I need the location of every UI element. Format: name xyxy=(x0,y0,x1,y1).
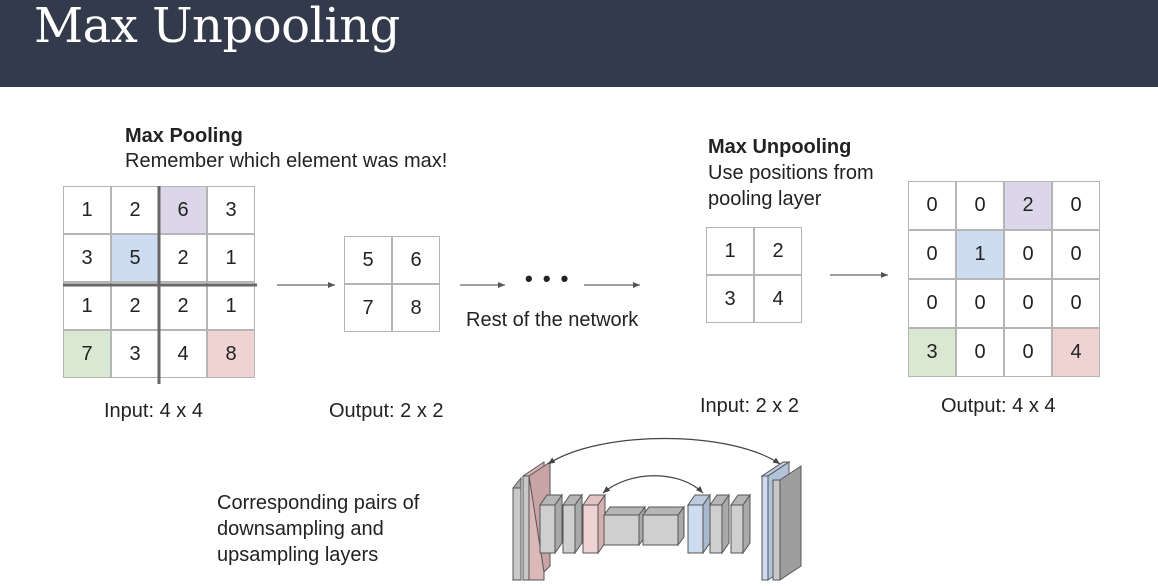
grid-cell: 7 xyxy=(344,284,392,332)
encoder-decoder-network xyxy=(512,461,802,582)
layer-block xyxy=(772,479,781,581)
grid-cell: 0 xyxy=(956,328,1004,377)
grid-cell: 1 xyxy=(706,227,754,275)
layer-block xyxy=(642,506,685,516)
layer-block xyxy=(603,506,646,516)
title-bar: Max Unpooling xyxy=(0,0,1158,87)
grid-cell: 4 xyxy=(754,275,802,323)
grid-cell: 0 xyxy=(1004,328,1052,377)
grid-cell-highlighted: 2 xyxy=(1004,181,1052,230)
ellipsis: • • • xyxy=(525,266,571,291)
grid-cell: 0 xyxy=(1004,279,1052,328)
grid-cell-highlighted: 3 xyxy=(908,328,956,377)
layer-block xyxy=(687,504,704,554)
grid-cell: 0 xyxy=(956,181,1004,230)
grid-cell: 0 xyxy=(908,279,956,328)
pairs-text-line3: upsampling layers xyxy=(217,544,379,566)
max-unpooling-subheading-line1: Use positions from xyxy=(708,162,874,184)
layer-block xyxy=(709,504,723,554)
grid-cell: 3 xyxy=(63,234,111,282)
grid-cell: 2 xyxy=(159,234,207,282)
pairs-text-line2: downsampling and xyxy=(217,518,384,540)
grid-cell: 5 xyxy=(344,236,392,284)
slide-title: Max Unpooling xyxy=(34,0,400,54)
layer-block xyxy=(721,493,730,555)
layer-block xyxy=(562,504,576,554)
layer-block xyxy=(522,475,530,581)
skip-connection-inner xyxy=(602,475,704,494)
grid-cell: 3 xyxy=(111,330,159,378)
layer-block xyxy=(761,475,769,581)
layer-block xyxy=(642,514,679,546)
unpooling-output-grid: 0 0 2 0 0 1 0 0 0 0 0 0 3 0 0 4 xyxy=(908,181,1100,377)
grid-cell-highlighted: 7 xyxy=(63,330,111,378)
layer-block xyxy=(779,465,802,581)
layer-block xyxy=(582,504,599,554)
grid-cell-highlighted: 1 xyxy=(956,230,1004,279)
max-unpooling-subheading-line2: pooling layer xyxy=(708,188,822,210)
grid-cell: 0 xyxy=(1052,181,1100,230)
grid-cell-highlighted: 8 xyxy=(207,330,255,378)
layer-block xyxy=(677,505,685,547)
layer-block xyxy=(702,493,711,555)
grid-cell: 0 xyxy=(1052,279,1100,328)
grid-cell: 3 xyxy=(706,275,754,323)
max-unpooling-heading: Max Unpooling xyxy=(708,136,852,158)
grid-cell: 0 xyxy=(956,279,1004,328)
skip-connection-outer xyxy=(547,437,781,465)
layer-block xyxy=(574,493,583,555)
layer-block xyxy=(742,493,751,555)
layer-block xyxy=(512,487,522,581)
grid-cell: 0 xyxy=(1004,230,1052,279)
grid-cell: 3 xyxy=(207,186,255,234)
grid-cell-highlighted: 4 xyxy=(1052,328,1100,377)
pairs-text-line1: Corresponding pairs of xyxy=(217,492,420,514)
layer-block xyxy=(539,504,556,554)
pooling-output-caption: Output: 2 x 2 xyxy=(329,400,444,422)
grid-cell: 0 xyxy=(908,181,956,230)
grid-cell-highlighted: 5 xyxy=(111,234,159,282)
grid-cell: 2 xyxy=(754,227,802,275)
pooling-input-caption: Input: 4 x 4 xyxy=(104,400,203,422)
max-pooling-heading: Max Pooling xyxy=(125,125,243,147)
max-pooling-subheading: Remember which element was max! xyxy=(125,150,448,172)
grid-cell: 1 xyxy=(63,186,111,234)
grid-cell: 1 xyxy=(207,282,255,330)
unpooling-output-caption: Output: 4 x 4 xyxy=(941,395,1056,417)
unpooling-input-grid: 1 2 3 4 xyxy=(706,227,802,323)
grid-cell: 8 xyxy=(392,284,440,332)
grid-cell: 0 xyxy=(908,230,956,279)
grid-cell: 6 xyxy=(392,236,440,284)
layer-block xyxy=(730,504,744,554)
rest-of-network-label: Rest of the network xyxy=(466,309,639,331)
layer-block xyxy=(554,493,563,555)
grid-cell: 1 xyxy=(207,234,255,282)
pooling-output-grid: 5 6 7 8 xyxy=(344,236,440,332)
grid-cell: 0 xyxy=(1052,230,1100,279)
grid-cell: 2 xyxy=(111,282,159,330)
grid-cell: 4 xyxy=(159,330,207,378)
grid-cell: 1 xyxy=(63,282,111,330)
unpooling-input-caption: Input: 2 x 2 xyxy=(700,395,799,417)
layer-block xyxy=(603,514,640,546)
